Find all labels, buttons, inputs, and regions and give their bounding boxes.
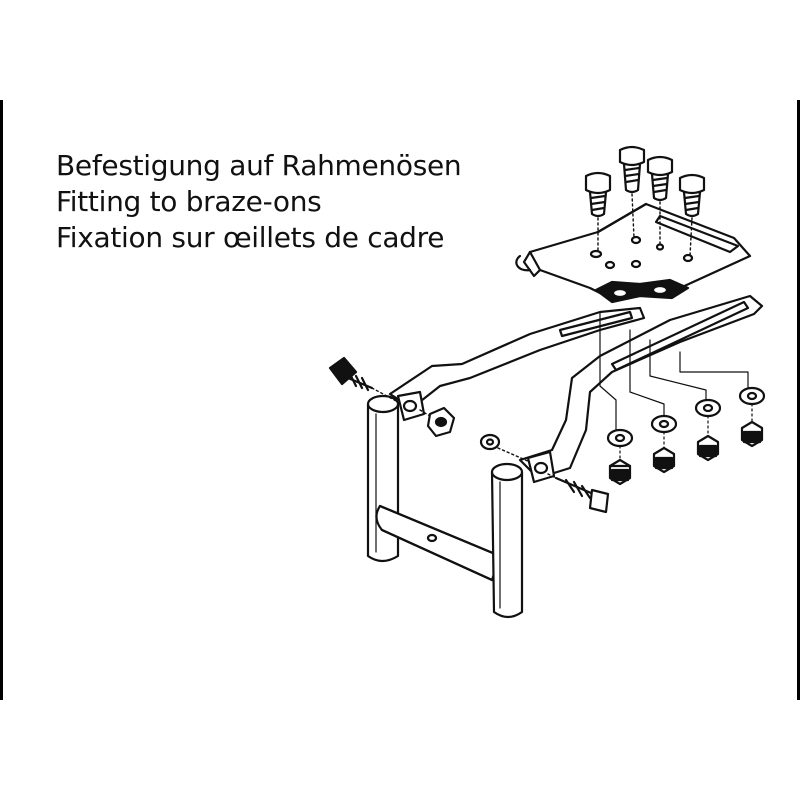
caption-block: Befestigung auf Rahmenösen Fitting to br… [56,148,462,256]
left-side-bolt-icon [330,358,398,402]
top-bolt-icon [648,157,672,244]
washer-icon [696,400,720,416]
cross-tube [376,506,500,580]
letterbox-edge-right [797,100,800,700]
right-side-bolt-icon [548,474,608,512]
nuts [610,422,762,484]
nut-icon [742,422,762,446]
washers [608,388,764,446]
right-side-washer-icon [481,435,530,462]
caption-english: Fitting to braze-ons [56,185,322,218]
nut-icon [654,448,674,472]
leader-lines [600,312,748,430]
center-clamp [596,280,688,302]
washer-icon [652,416,676,432]
washer-nut-connectors [620,404,752,460]
nut-icon [698,436,718,460]
washer-icon [740,388,764,404]
letterbox-edge-left [0,100,3,700]
top-bolts [586,147,704,256]
top-bolt-icon [586,173,610,252]
right-frame-tube [492,464,522,617]
top-bolt-icon [620,147,644,238]
caption-french: Fixation sur œillets de cadre [56,221,445,254]
washer-icon [608,430,632,446]
nut-icon [610,460,630,484]
left-side-nut-icon [420,408,454,436]
caption-german: Befestigung auf Rahmenösen [56,149,462,182]
top-mounting-plate [516,204,750,296]
left-stay [390,308,644,420]
top-bolt-icon [680,175,704,256]
right-stay [520,296,762,482]
